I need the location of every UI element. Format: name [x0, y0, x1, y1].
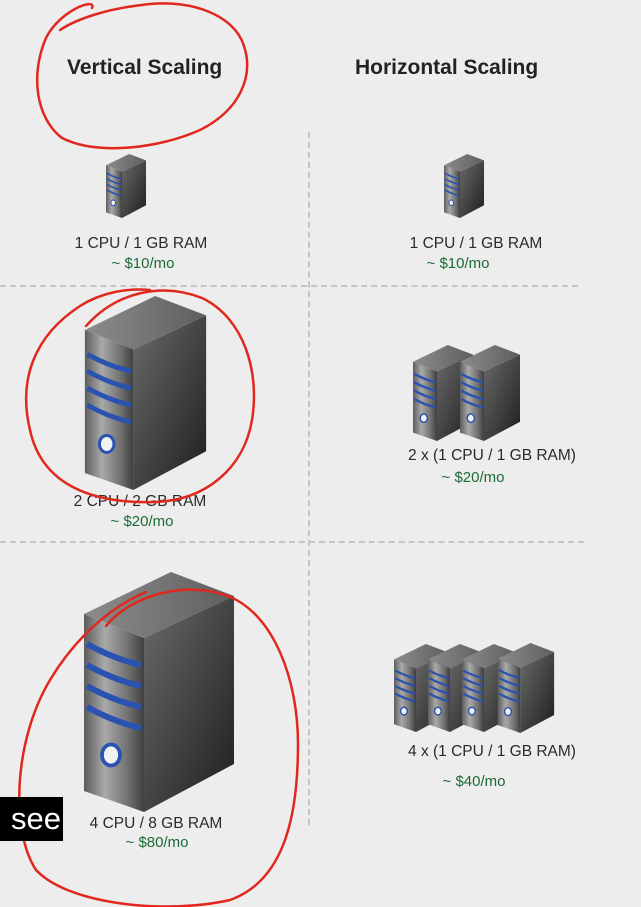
server-icon-single — [444, 142, 484, 230]
server-icon-small — [106, 142, 146, 230]
server-icon-medium — [78, 296, 213, 490]
server-icon-large — [78, 572, 240, 812]
caption-overlay: see — [0, 797, 63, 841]
vertical-row-2-spec: 2 CPU / 2 GB RAM — [73, 493, 207, 510]
horizontal-row-2-price: ~ $20/mo — [441, 469, 505, 486]
server-icon-quad-4 — [496, 643, 556, 733]
vertical-row-1-price: ~ $10/mo — [111, 255, 175, 272]
server-icon-pair-2 — [460, 345, 520, 441]
horizontal-row-3-spec: 4 x (1 CPU / 1 GB RAM) — [408, 743, 576, 760]
vertical-scaling-heading: Vertical Scaling — [67, 56, 223, 79]
horizontal-row-1-price: ~ $10/mo — [426, 255, 490, 272]
horizontal-row-3-price: ~ $40/mo — [442, 773, 506, 790]
vertical-row-2-price: ~ $20/mo — [110, 513, 174, 530]
horizontal-row-2-spec: 2 x (1 CPU / 1 GB RAM) — [408, 447, 576, 464]
vertical-row-3-price: ~ $80/mo — [125, 834, 189, 851]
vertical-row-1-spec: 1 CPU / 1 GB RAM — [74, 235, 208, 252]
horizontal-row-1-spec: 1 CPU / 1 GB RAM — [409, 235, 543, 252]
row-divider-1 — [0, 285, 578, 287]
caption-text: see — [11, 801, 61, 836]
column-divider — [308, 132, 310, 825]
vertical-row-3-spec: 4 CPU / 8 GB RAM — [89, 815, 223, 832]
horizontal-scaling-heading: Horizontal Scaling — [355, 56, 539, 79]
row-divider-2 — [0, 541, 584, 543]
